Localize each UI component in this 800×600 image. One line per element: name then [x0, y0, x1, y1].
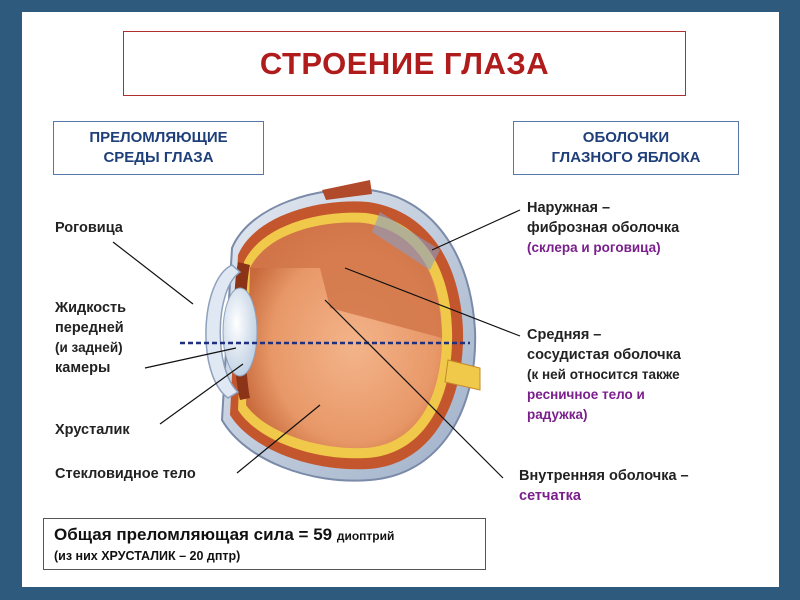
- refractive-power-unit: диоптрий: [337, 529, 395, 543]
- refractive-power-line1: Общая преломляющая сила = 59 диоптрий: [54, 524, 475, 547]
- label-outer-line1: Наружная –: [527, 198, 679, 218]
- label-outer-line2: фиброзная оболочка: [527, 218, 679, 238]
- label-middle-line5: радужка): [527, 405, 681, 425]
- label-fluid-line4: камеры: [55, 358, 126, 378]
- pointer-outer: [432, 210, 520, 250]
- label-inner-membrane: Внутренняя оболочка – сетчатка: [519, 466, 689, 506]
- label-inner-line2: сетчатка: [519, 486, 689, 506]
- label-fluid-line1: Жидкость: [55, 298, 126, 318]
- label-outer-line3: (склера и роговица): [527, 238, 679, 258]
- label-fluid-line3: (и задней): [55, 338, 126, 358]
- label-outer-membrane: Наружная – фиброзная оболочка (склера и …: [527, 198, 679, 258]
- lens: [223, 288, 257, 376]
- label-middle-line3: (к ней относится также: [527, 365, 681, 385]
- refractive-power-main: Общая преломляющая сила = 59: [54, 525, 332, 544]
- label-fluid: Жидкость передней (и задней) камеры: [55, 298, 126, 378]
- pointer-cornea: [113, 242, 193, 304]
- label-fluid-line2: передней: [55, 318, 126, 338]
- label-vitreous: Стекловидное тело: [55, 464, 196, 484]
- label-inner-line1: Внутренняя оболочка –: [519, 466, 689, 486]
- label-middle-line1: Средняя –: [527, 325, 681, 345]
- refractive-power-line2: (из них ХРУСТАЛИК – 20 дптр): [54, 547, 475, 565]
- label-cornea: Роговица: [55, 218, 123, 238]
- label-middle-line2: сосудистая оболочка: [527, 345, 681, 365]
- refractive-power-box: Общая преломляющая сила = 59 диоптрий (и…: [43, 518, 486, 570]
- label-middle-membrane: Средняя – сосудистая оболочка (к ней отн…: [527, 325, 681, 425]
- label-lens: Хрусталик: [55, 420, 130, 440]
- label-middle-line4: ресничное тело и: [527, 385, 681, 405]
